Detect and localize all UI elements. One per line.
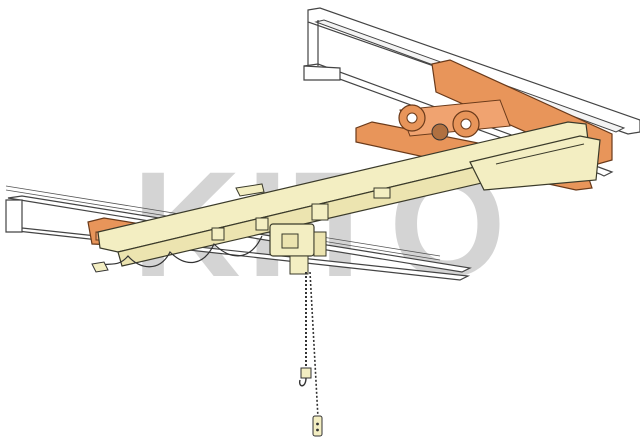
pendant-control xyxy=(312,415,323,437)
gear-icon xyxy=(431,123,449,141)
load-chain xyxy=(305,271,319,419)
bridge-girder xyxy=(97,121,601,267)
festoon-cable xyxy=(91,235,263,273)
hook-icon xyxy=(298,367,312,387)
electric-chain-hoist xyxy=(269,223,327,275)
